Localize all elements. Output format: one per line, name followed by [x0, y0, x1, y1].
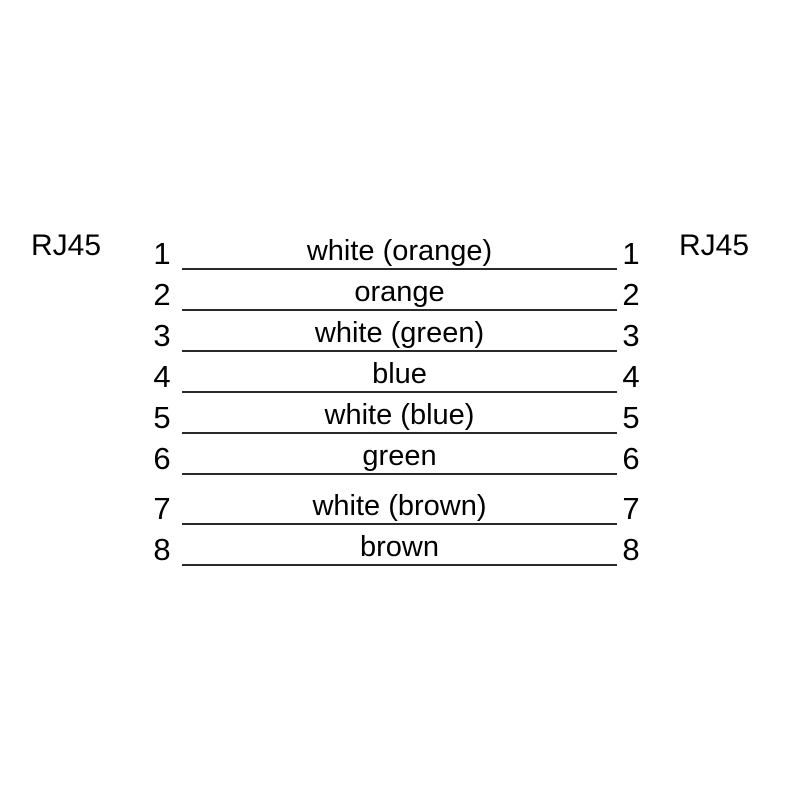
right-pin-number: 4	[622, 359, 640, 394]
right-pin-number: 7	[622, 491, 640, 526]
wire-label: white (orange)	[306, 235, 493, 267]
left-pin-number: 1	[153, 236, 171, 271]
wire-label: green	[362, 440, 437, 472]
left-pin-number: 4	[153, 359, 171, 394]
right-pin-number: 2	[622, 277, 640, 312]
left-pin-number: 2	[153, 277, 171, 312]
wire-label: white (green)	[314, 317, 485, 349]
wire-label: brown	[360, 531, 439, 563]
wire-line	[182, 309, 617, 311]
wire-line	[182, 350, 617, 352]
right-pin-number: 3	[622, 318, 640, 353]
wire-label: white (brown)	[312, 490, 487, 522]
left-pin-number: 5	[153, 400, 171, 435]
left-pin-number: 7	[153, 491, 171, 526]
right-pin-number: 1	[622, 236, 640, 271]
wire-line	[182, 268, 617, 270]
wire-line	[182, 473, 617, 475]
left-pin-number: 3	[153, 318, 171, 353]
left-pin-number: 8	[153, 532, 171, 567]
right-pin-number: 8	[622, 532, 640, 567]
left-connector-label: RJ45	[31, 229, 102, 262]
wire-line	[182, 391, 617, 393]
wire-line	[182, 564, 617, 566]
wire-line	[182, 523, 617, 525]
wire-label: orange	[354, 276, 445, 308]
wire-label: white (blue)	[324, 399, 475, 431]
wire-line	[182, 432, 617, 434]
right-pin-number: 5	[622, 400, 640, 435]
wire-label: blue	[372, 358, 427, 390]
right-connector-label: RJ45	[679, 229, 750, 262]
left-pin-number: 6	[153, 441, 171, 476]
right-pin-number: 6	[622, 441, 640, 476]
